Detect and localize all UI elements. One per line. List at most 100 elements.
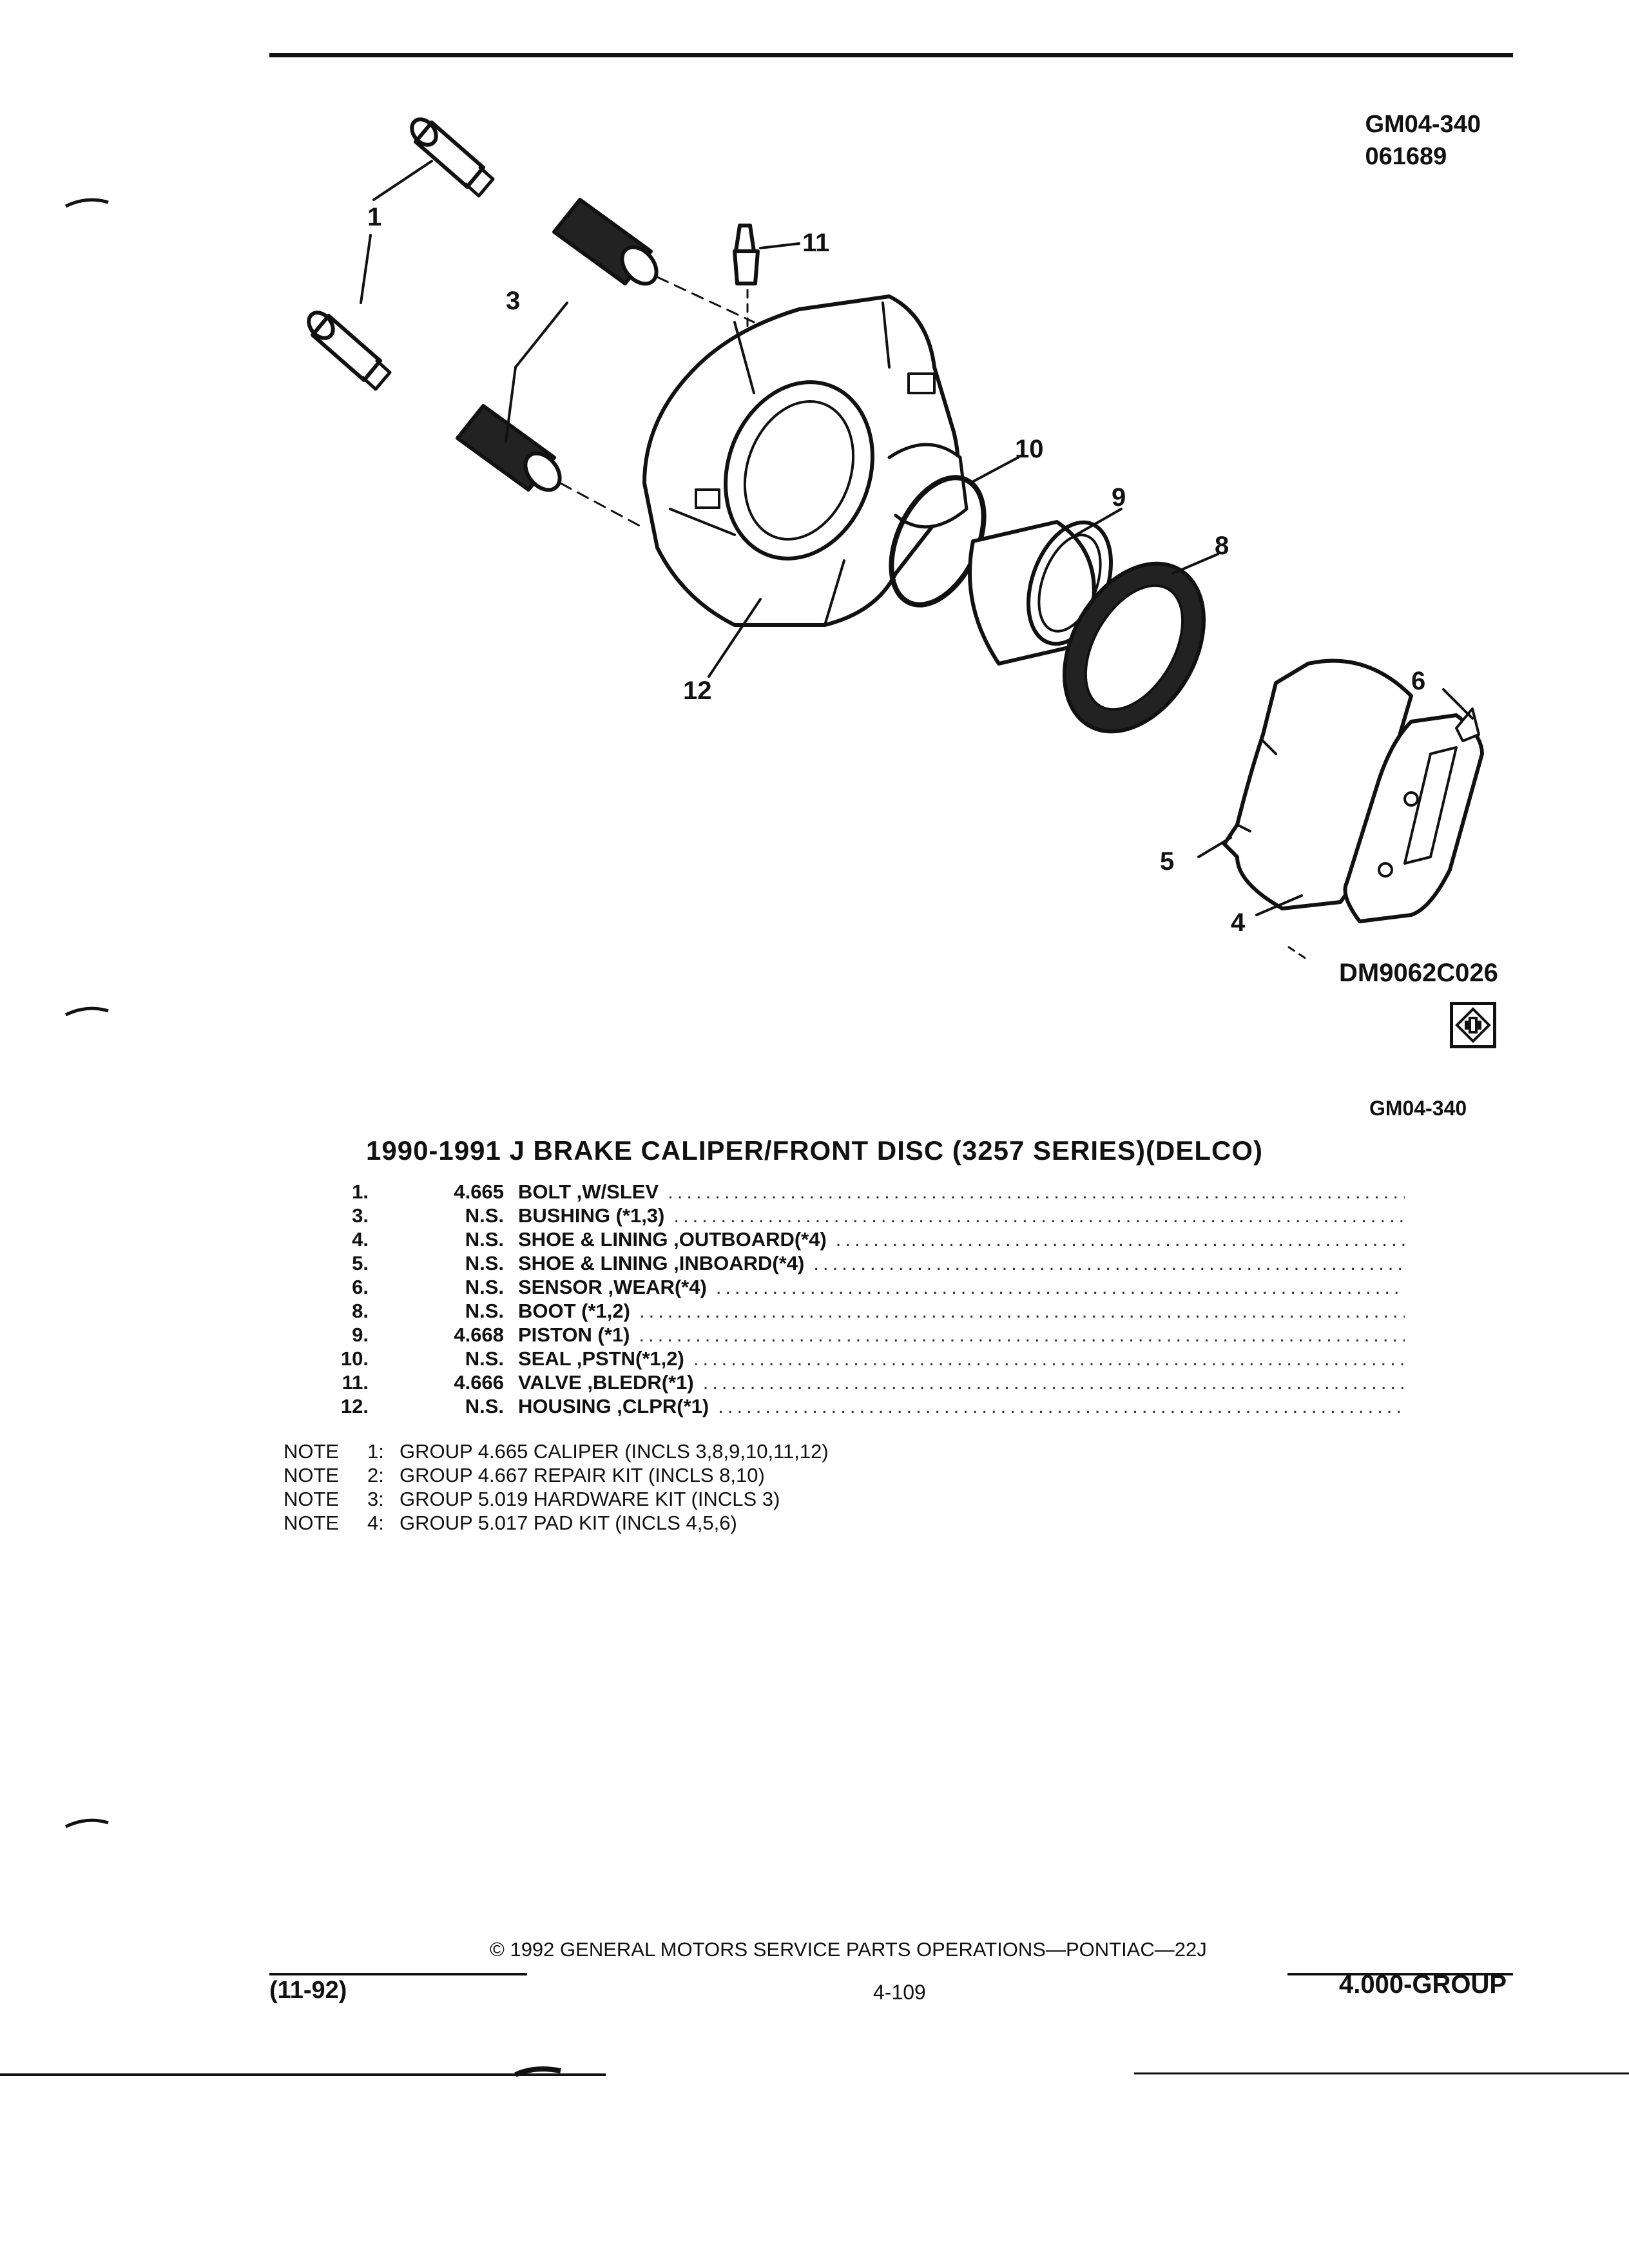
page-number: 4-109 (873, 1981, 926, 2004)
punch-hole-mark (64, 1006, 109, 1017)
figure-id: DM9062C026 (1339, 959, 1498, 987)
leader-dots: ........................................… (718, 1395, 1405, 1418)
header-code-1: GM04-340 (1365, 111, 1481, 138)
part-description: SENSOR ,WEAR(*4) (518, 1276, 707, 1298)
notes-list: NOTE 1: GROUP 4.665 CALIPER (INCLS 3,8,9… (284, 1439, 829, 1535)
part-number: 5. (352, 1252, 369, 1274)
note-row: NOTE 4: GROUP 5.017 PAD KIT (INCLS 4,5,6… (284, 1511, 829, 1535)
note-number: 1: (367, 1440, 384, 1463)
part-group: N.S. (465, 1228, 504, 1251)
part-group: N.S. (465, 1204, 504, 1227)
part-group: N.S. (465, 1252, 504, 1274)
bolt-lower (307, 311, 392, 391)
part-description: BOLT ,W/SLEV (518, 1180, 659, 1203)
part-group: N.S. (465, 1300, 504, 1322)
part-description: VALVE ,BLEDR(*1) (518, 1371, 694, 1394)
note-number: 3: (367, 1488, 384, 1510)
parts-row: 5. N.S. SHOE & LINING ,INBOARD(*4) .....… (309, 1252, 1405, 1276)
note-label: NOTE (284, 1512, 340, 1534)
part-description: SHOE & LINING ,INBOARD(*4) (518, 1252, 805, 1274)
parts-row: 3. N.S. BUSHING (*1,3) .................… (309, 1204, 1405, 1228)
part-number: 11. (342, 1371, 369, 1394)
bushing-upper (552, 198, 659, 286)
part-number: 9. (352, 1323, 369, 1346)
part-group: N.S. (465, 1276, 504, 1298)
part-description: PISTON (*1) (518, 1323, 630, 1346)
part-description: BOOT (*1,2) (518, 1300, 630, 1322)
page-title: 1990-1991 J BRAKE CALIPER/FRONT DISC (32… (366, 1135, 1263, 1166)
part-number: 3. (352, 1204, 369, 1227)
parts-row: 6. N.S. SENSOR ,WEAR(*4) ...............… (309, 1276, 1405, 1300)
part-group: N.S. (465, 1347, 504, 1370)
part-group: 4.668 (454, 1323, 504, 1346)
part-description: HOUSING ,CLPR(*1) (518, 1395, 709, 1418)
header-code-2: 061689 (1365, 143, 1447, 170)
footer-rule (269, 1973, 1513, 1975)
callout-6: 6 (1411, 667, 1425, 695)
boot (1062, 561, 1206, 734)
group-ref: GM04-340 (1369, 1097, 1467, 1120)
note-number: 4: (367, 1512, 384, 1534)
part-number: 12. (340, 1395, 369, 1418)
callout-3: 3 (506, 287, 520, 315)
callout-12: 12 (683, 677, 712, 705)
revision-date: (11-92) (269, 1977, 347, 2004)
punch-hole-mark (64, 198, 109, 208)
parts-row: 11. 4.666 VALVE ,BLEDR(*1) .............… (309, 1371, 1405, 1395)
leader-dots: ........................................… (673, 1204, 1405, 1227)
copyright: © 1992 GENERAL MOTORS SERVICE PARTS OPER… (490, 1938, 1207, 1961)
bushing-lower (456, 404, 562, 492)
part-description: BUSHING (*1,3) (518, 1204, 665, 1227)
parts-row: 10. N.S. SEAL ,PSTN(*1,2) ..............… (309, 1347, 1405, 1371)
callout-10: 10 (1015, 435, 1044, 463)
parts-row: 12. N.S. HOUSING ,CLPR(*1) .............… (309, 1395, 1405, 1419)
note-row: NOTE 2: GROUP 4.667 REPAIR KIT (INCLS 8,… (284, 1463, 829, 1487)
note-text: GROUP 5.017 PAD KIT (INCLS 4,5,6) (400, 1512, 737, 1534)
bolt-upper (410, 117, 495, 198)
leader-dots: ........................................… (702, 1371, 1405, 1394)
bleeder-valve (733, 224, 760, 285)
leader-dots: ........................................… (813, 1252, 1405, 1274)
leader-dots: ........................................… (639, 1323, 1405, 1346)
part-number: 10. (340, 1347, 369, 1370)
parts-row: 9. 4.668 PISTON (*1) ...................… (309, 1323, 1405, 1347)
leader-dots: ........................................… (715, 1276, 1405, 1298)
group-label: 4.000-GROUP (1339, 1970, 1507, 1999)
callout-11: 11 (802, 229, 829, 257)
parts-row: 8. N.S. BOOT (*1,2) ....................… (309, 1300, 1405, 1323)
leader-dots: ........................................… (639, 1300, 1405, 1322)
outboard-shoe (1343, 713, 1484, 923)
note-text: GROUP 4.667 REPAIR KIT (INCLS 8,10) (400, 1464, 765, 1486)
part-number: 1. (352, 1180, 369, 1203)
callout-9: 9 (1112, 483, 1126, 512)
part-description: SEAL ,PSTN(*1,2) (518, 1347, 684, 1370)
scan-bottom-rule (0, 2066, 1629, 2077)
parts-row: 1. 4.665 BOLT ,W/SLEV ..................… (309, 1180, 1405, 1204)
leader-dots: ........................................… (693, 1347, 1405, 1370)
note-label: NOTE (284, 1488, 340, 1510)
part-number: 4. (352, 1228, 369, 1251)
brake-caliper-exploded-diagram: 1 3 11 10 9 8 6 5 4 12 (307, 117, 1484, 961)
header-codes: GM04-340 061689 (1365, 108, 1481, 173)
gm-parts-logo-icon (1450, 1002, 1496, 1048)
part-group: 4.665 (454, 1180, 504, 1203)
callout-5: 5 (1160, 847, 1174, 876)
part-group: N.S. (465, 1395, 504, 1418)
part-number: 8. (352, 1300, 369, 1322)
punch-hole-mark (64, 1818, 109, 1829)
note-text: GROUP 5.019 HARDWARE KIT (INCLS 3) (400, 1488, 780, 1510)
note-row: NOTE 3: GROUP 5.019 HARDWARE KIT (INCLS … (284, 1487, 829, 1511)
note-label: NOTE (284, 1440, 340, 1463)
part-number: 6. (352, 1276, 369, 1298)
callout-8: 8 (1215, 532, 1229, 560)
note-label: NOTE (284, 1464, 340, 1486)
note-text: GROUP 4.665 CALIPER (INCLS 3,8,9,10,11,1… (400, 1440, 829, 1463)
note-number: 2: (367, 1464, 384, 1486)
wear-sensor (1455, 707, 1480, 742)
caliper-housing (642, 294, 969, 627)
note-row: NOTE 1: GROUP 4.665 CALIPER (INCLS 3,8,9… (284, 1439, 829, 1463)
callout-4: 4 (1231, 908, 1246, 937)
part-description: SHOE & LINING ,OUTBOARD(*4) (518, 1228, 827, 1251)
leader-dots: ........................................… (668, 1180, 1405, 1203)
parts-row: 4. N.S. SHOE & LINING ,OUTBOARD(*4) ....… (309, 1228, 1405, 1252)
